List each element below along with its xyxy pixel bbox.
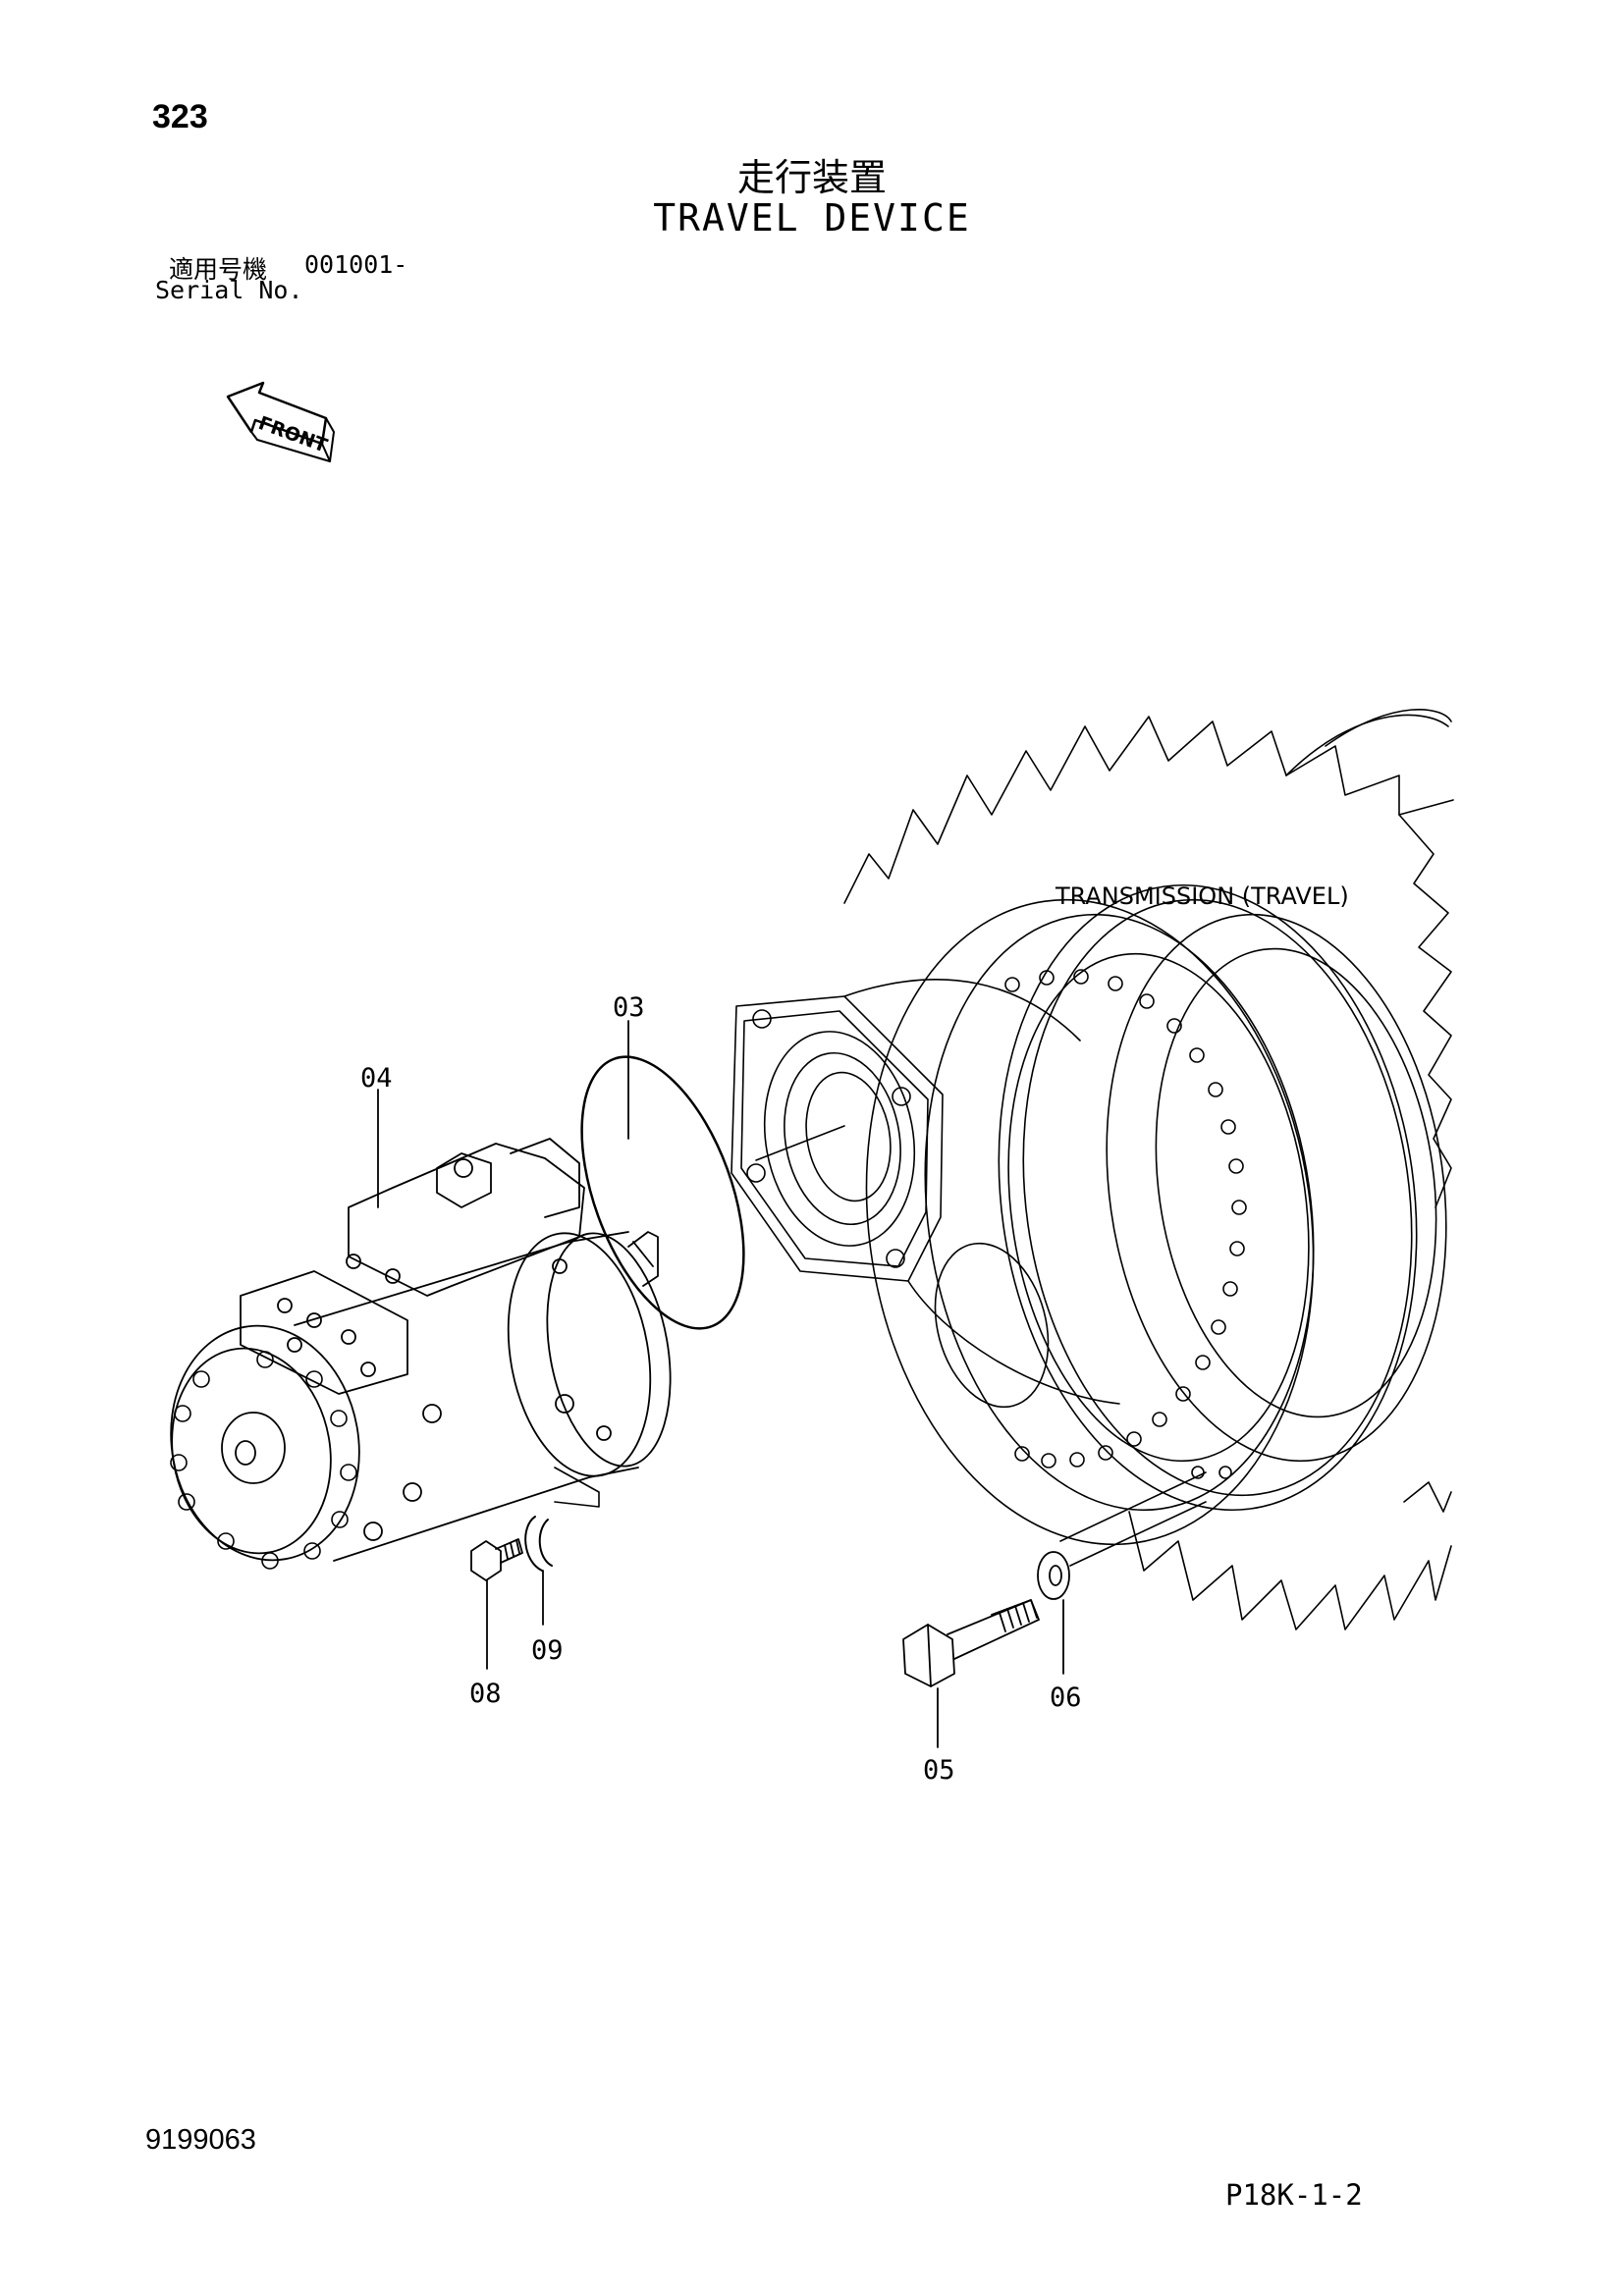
callout-05: 05	[923, 1755, 955, 1786]
callout-09: 09	[531, 1635, 564, 1666]
spring-washer-part-09	[524, 1516, 553, 1572]
o-ring-part-03	[580, 1055, 745, 1330]
page-code: P18K-1-2	[1225, 2178, 1363, 2212]
bolt-part-05	[902, 1599, 1040, 1687]
callout-08: 08	[469, 1679, 502, 1709]
travel-motor-part-04	[170, 1138, 672, 1570]
front-arrow-icon: FRONT	[226, 381, 335, 462]
page-number: 323	[152, 98, 208, 135]
callout-04: 04	[360, 1063, 393, 1094]
callout-06: 06	[1050, 1682, 1082, 1713]
transmission-assembly-label: TRANSMISSION (TRAVEL)	[1055, 882, 1349, 910]
bolt-part-08	[470, 1538, 523, 1581]
transmission-assembly	[731, 709, 1454, 1630]
serial-number-value: 001001-	[304, 250, 408, 279]
callout-03: 03	[613, 992, 645, 1023]
page-title-japanese: 走行装置	[736, 156, 887, 199]
washer-part-06	[1037, 1551, 1070, 1600]
page-title-english: TRAVEL DEVICE	[653, 196, 971, 240]
callout-leaders	[377, 1020, 1064, 1748]
document-number: 9199063	[145, 2124, 256, 2156]
serial-label-japanese: 適用号機	[169, 255, 268, 284]
serial-label-english: Serial No.	[155, 276, 303, 304]
